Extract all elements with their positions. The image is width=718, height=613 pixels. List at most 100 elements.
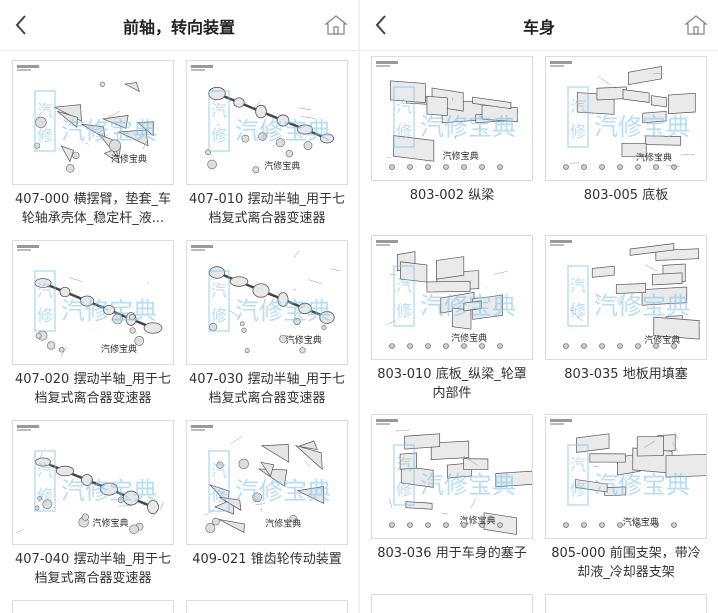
part-card-407-020[interactable]: 汽修汽修宝典汽修宝典 407-020 摆动半轴_用于七 档复式离合器变速器 <box>12 240 174 415</box>
part-thumbnail <box>371 594 533 613</box>
watermark: 汽修汽修宝典 <box>34 270 157 332</box>
watermark: 汽修汽修宝典 <box>567 86 690 148</box>
watermark: 汽修汽修宝典 <box>393 444 516 506</box>
watermark: 汽修汽修宝典 <box>208 90 331 152</box>
part-card-partial[interactable] <box>12 600 174 613</box>
part-card-407-010[interactable]: 汽修汽修宝典汽修宝典 407-010 摆动半轴_用于七 档复式离合器变速器 <box>186 60 348 235</box>
part-card-407-030[interactable]: 汽修汽修宝典汽修宝典 407-030 摆动半轴_用于七 档复式离合器变速器 <box>186 240 348 415</box>
part-thumbnail: 汽修汽修宝典汽修宝典 <box>12 420 174 545</box>
stamp-label: 汽修宝典 <box>460 514 496 526</box>
svg-text:汽修宝典: 汽修宝典 <box>420 471 516 499</box>
svg-text:修: 修 <box>396 480 412 499</box>
part-thumbnail: 汽修汽修宝典汽修宝典 <box>12 60 174 185</box>
svg-text:汽: 汽 <box>396 276 412 295</box>
part-card-partial[interactable] <box>545 594 707 613</box>
svg-text:汽修宝典: 汽修宝典 <box>235 117 331 145</box>
part-caption-line2: 档复式离合器变速器 <box>208 391 326 406</box>
part-thumbnail: 汽修汽修宝典汽修宝典 <box>186 60 348 185</box>
page-title: 前轴，转向装置 <box>122 18 235 37</box>
stamp-label: 汽修宝典 <box>101 343 137 355</box>
svg-text:修: 修 <box>37 486 53 505</box>
watermark: 汽修汽修宝典 <box>208 270 331 332</box>
part-thumbnail: 汽修汽修宝典汽修宝典 <box>371 235 533 360</box>
part-caption-line2: 却液_冷却器支架 <box>577 565 675 580</box>
right-header: 车身 <box>360 0 718 51</box>
svg-text:修: 修 <box>211 486 227 505</box>
svg-text:修: 修 <box>211 126 227 145</box>
part-caption-line2: 内部件 <box>432 386 472 401</box>
part-caption-line1: 407-010 摆动半轴_用于七 <box>189 192 345 207</box>
svg-text:汽修宝典: 汽修宝典 <box>61 297 157 325</box>
back-icon[interactable] <box>8 11 36 39</box>
part-card-803-035[interactable]: 汽修汽修宝典汽修宝典 803-035 地板用填塞 <box>545 235 707 405</box>
svg-text:汽修宝典: 汽修宝典 <box>235 297 331 325</box>
part-caption-line2: 轮轴承壳体_稳定杆_液... <box>21 211 165 226</box>
part-caption-line1: 407-030 摆动半轴_用于七 <box>189 372 345 387</box>
part-thumbnail: 汽修汽修宝典汽修宝典 <box>545 414 707 539</box>
part-thumbnail <box>186 600 348 613</box>
svg-text:汽: 汽 <box>211 461 227 480</box>
stamp-label: 汽修宝典 <box>644 334 680 346</box>
part-caption-line1: 407-040 摆动半轴_用于七 <box>15 552 171 567</box>
home-icon[interactable] <box>324 13 348 37</box>
part-thumbnail <box>545 594 707 613</box>
svg-text:汽: 汽 <box>37 101 53 120</box>
svg-text:汽修宝典: 汽修宝典 <box>235 477 331 505</box>
svg-text:汽修宝典: 汽修宝典 <box>420 292 516 320</box>
watermark: 汽修汽修宝典 <box>393 86 516 148</box>
svg-text:汽: 汽 <box>570 276 586 295</box>
svg-text:汽: 汽 <box>211 281 227 300</box>
part-card-803-010[interactable]: 汽修汽修宝典汽修宝典 803-010 底板_纵梁_轮罩 内部件 <box>371 235 533 405</box>
svg-text:汽修宝典: 汽修宝典 <box>594 471 690 499</box>
stamp-label: 汽修宝典 <box>93 517 129 529</box>
stamp-label: 汽修宝典 <box>443 150 479 162</box>
part-card-partial[interactable] <box>371 594 533 613</box>
part-card-805-000[interactable]: 汽修汽修宝典汽修宝典 805-000 前围支架，带冷 却液_冷却器支架 <box>545 414 707 584</box>
part-card-803-036[interactable]: 汽修汽修宝典汽修宝典 803-036 用于车身的塞子 <box>371 414 533 584</box>
svg-text:汽: 汽 <box>570 97 586 116</box>
part-caption-line1: 803-035 地板用填塞 <box>564 367 688 382</box>
right-pane: 车身 汽修汽修宝典汽修宝典 803-002 纵梁 汽修汽修宝典汽修宝典 803-… <box>360 0 718 613</box>
part-caption-line2: 档复式离合器变速器 <box>34 571 152 586</box>
stamp-label: 汽修宝典 <box>286 334 322 346</box>
part-caption-line1: 407-020 摆动半轴_用于七 <box>15 372 171 387</box>
svg-text:修: 修 <box>570 480 586 499</box>
part-card-409-021[interactable]: 汽修汽修宝典汽修宝典 409-021 锥齿轮传动装置 <box>186 420 348 595</box>
part-caption-line1: 803-002 纵梁 <box>409 188 495 203</box>
part-caption-line1: 407-000 横摆臂，垫套_车 <box>15 192 171 207</box>
part-card-803-005[interactable]: 汽修汽修宝典汽修宝典 803-005 底板 <box>545 56 707 226</box>
part-thumbnail: 汽修汽修宝典汽修宝典 <box>186 420 348 545</box>
stamp-label: 汽修宝典 <box>264 160 300 172</box>
svg-text:汽: 汽 <box>211 101 227 120</box>
svg-text:汽修宝典: 汽修宝典 <box>61 477 157 505</box>
svg-text:汽修宝典: 汽修宝典 <box>61 117 157 145</box>
part-caption-line2: 档复式离合器变速器 <box>208 211 326 226</box>
part-thumbnail: 汽修汽修宝典汽修宝典 <box>371 414 533 539</box>
stamp-label: 汽修宝典 <box>265 517 301 529</box>
part-caption-line1: 803-005 底板 <box>583 188 669 203</box>
part-card-407-000[interactable]: 汽修汽修宝典汽修宝典 407-000 横摆臂，垫套_车 轮轴承壳体_稳定杆_液.… <box>12 60 174 235</box>
part-caption-line2: 档复式离合器变速器 <box>34 391 152 406</box>
svg-text:汽: 汽 <box>396 97 412 116</box>
part-thumbnail: 汽修汽修宝典汽修宝典 <box>12 240 174 365</box>
svg-text:修: 修 <box>570 301 586 320</box>
part-thumbnail <box>12 600 174 613</box>
part-card-803-002[interactable]: 汽修汽修宝典汽修宝典 803-002 纵梁 <box>371 56 533 226</box>
left-pane: 前轴，转向装置 汽修汽修宝典汽修宝典 407-000 横摆臂，垫套_车 轮轴承壳… <box>0 0 358 613</box>
watermark: 汽修汽修宝典 <box>34 450 157 512</box>
svg-text:修: 修 <box>570 122 586 141</box>
part-caption-line1: 805-000 前围支架，带冷 <box>551 546 701 561</box>
pane-divider <box>358 0 360 613</box>
svg-text:修: 修 <box>37 306 53 325</box>
part-card-407-040[interactable]: 汽修汽修宝典汽修宝典 407-040 摆动半轴_用于七 档复式离合器变速器 <box>12 420 174 595</box>
svg-text:汽修宝典: 汽修宝典 <box>594 113 690 141</box>
stamp-label: 汽修宝典 <box>636 152 672 164</box>
stamp-label: 汽修宝典 <box>111 153 147 165</box>
stamp-label: 汽修宝典 <box>451 332 487 344</box>
back-icon[interactable] <box>368 11 396 39</box>
part-caption-line1: 409-021 锥齿轮传动装置 <box>192 552 342 567</box>
part-card-partial[interactable] <box>186 600 348 613</box>
left-header: 前轴，转向装置 <box>0 0 358 51</box>
watermark: 汽修汽修宝典 <box>393 265 516 327</box>
home-icon[interactable] <box>684 13 708 37</box>
